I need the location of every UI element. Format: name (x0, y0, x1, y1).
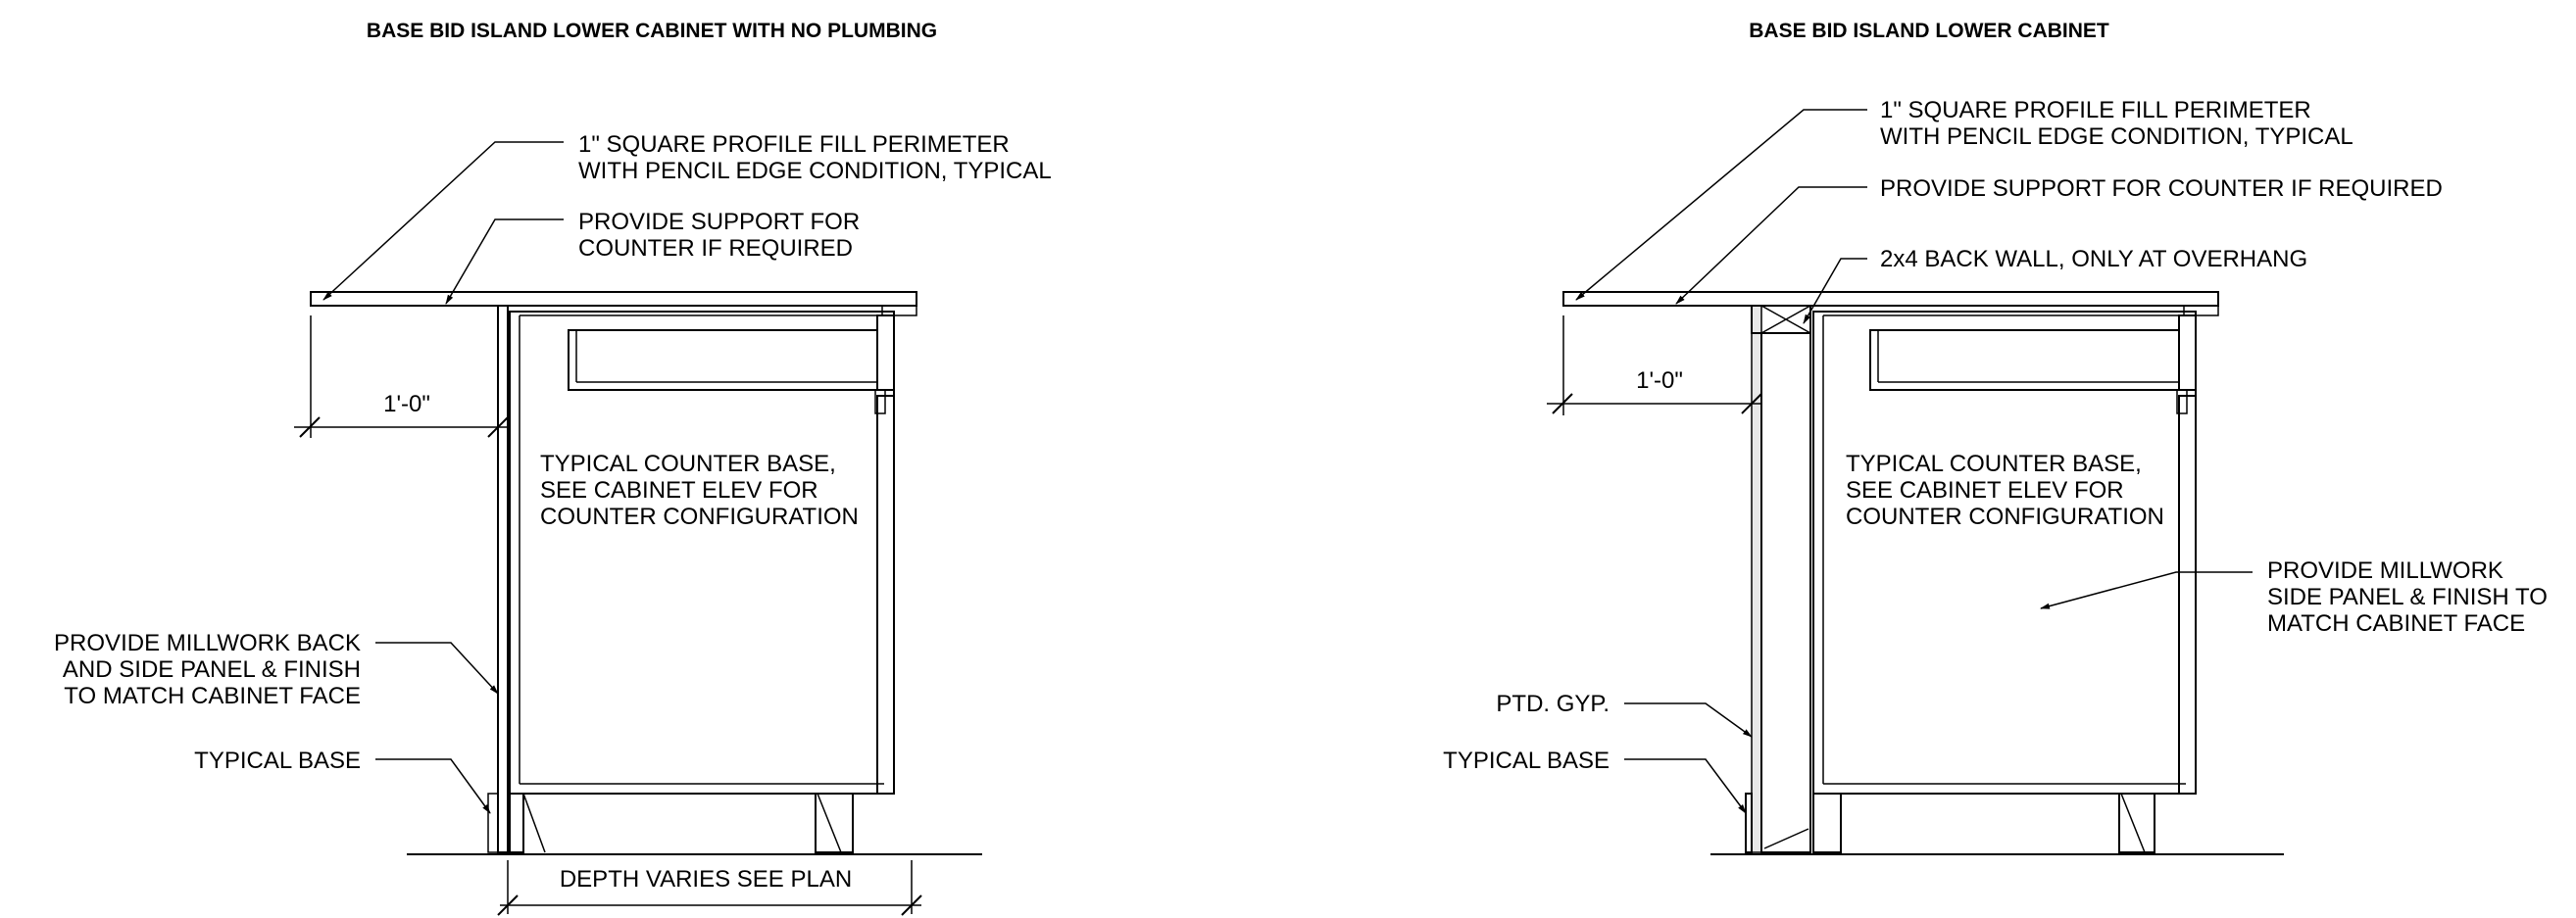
left-detail-title: BASE BID ISLAND LOWER CABINET WITH NO PL… (367, 20, 937, 42)
right-base-note: TYPICAL BASE (1443, 748, 1610, 774)
left-counter-base-note-3: COUNTER CONFIGURATION (540, 504, 859, 530)
left-overhang-dim: 1'-0" (383, 391, 430, 417)
left-support-note-1: PROVIDE SUPPORT FOR (578, 209, 860, 235)
left-detail: BASE BID ISLAND LOWER CABINET WITH NO PL… (54, 20, 1052, 916)
right-support-leader (1675, 186, 1867, 305)
left-back-panel (497, 305, 509, 853)
right-back-wall-note: 2x4 BACK WALL, ONLY AT OVERHANG (1880, 246, 2307, 272)
left-cabinet-box (509, 311, 895, 795)
right-drawer (1869, 329, 2179, 391)
right-overhang-dim: 1'-0" (1636, 367, 1683, 394)
right-millwork-note-2: SIDE PANEL & FINISH TO (2267, 584, 2548, 610)
right-countertop (1562, 291, 2219, 307)
left-door-front (876, 395, 895, 795)
right-counter-base-note-3: COUNTER CONFIGURATION (1846, 504, 2164, 530)
left-counter-base-note-2: SEE CABINET ELEV FOR (540, 477, 818, 504)
left-support-leader (445, 218, 564, 305)
right-gyp-leader (1624, 702, 1753, 738)
left-base-note: TYPICAL BASE (194, 748, 361, 774)
right-counter-base-note-2: SEE CABINET ELEV FOR (1846, 477, 2124, 504)
left-profile-note-1: 1" SQUARE PROFILE FILL PERIMETER (578, 131, 1010, 158)
left-millwork-note-2: AND SIDE PANEL & FINISH (63, 656, 361, 683)
right-door-front (2178, 395, 2197, 795)
right-profile-note-1: 1" SQUARE PROFILE FILL PERIMETER (1880, 97, 2311, 123)
left-millwork-note-3: TO MATCH CABINET FACE (64, 683, 361, 709)
left-base-leader (375, 758, 491, 814)
right-back-wall (1760, 332, 1811, 853)
left-counter-base-note-1: TYPICAL COUNTER BASE, (540, 451, 836, 477)
left-countertop (310, 291, 917, 307)
left-millwork-leader (375, 642, 499, 695)
right-base-leader (1624, 758, 1747, 814)
right-detail-title: BASE BID ISLAND LOWER CABINET (1749, 20, 2109, 42)
right-drawer-front (2178, 314, 2197, 391)
right-profile-leader (1575, 109, 1867, 301)
right-detail: BASE BID ISLAND LOWER CABINET (1443, 20, 2548, 855)
left-toe-kick (815, 793, 854, 853)
right-millwork-note-3: MATCH CABINET FACE (2267, 610, 2525, 637)
left-millwork-note-1: PROVIDE MILLWORK BACK (54, 630, 361, 656)
right-counter-base-note-1: TYPICAL COUNTER BASE, (1846, 451, 2142, 477)
right-gyp-board (1751, 305, 1762, 853)
right-millwork-leader (2040, 571, 2253, 609)
right-back-wall-leader (1803, 258, 1867, 324)
right-gyp-note: PTD. GYP. (1496, 691, 1610, 717)
right-support-note: PROVIDE SUPPORT FOR COUNTER IF REQUIRED (1880, 175, 2443, 202)
right-millwork-note-1: PROVIDE MILLWORK (2267, 557, 2503, 584)
left-profile-leader (322, 141, 564, 301)
left-support-note-2: COUNTER IF REQUIRED (578, 235, 853, 262)
right-base (1812, 793, 1842, 853)
right-profile-note-2: WITH PENCIL EDGE CONDITION, TYPICAL (1880, 123, 2353, 150)
left-profile-note-2: WITH PENCIL EDGE CONDITION, TYPICAL (578, 158, 1052, 184)
left-drawer (568, 329, 877, 391)
left-depth-dim: DEPTH VARIES SEE PLAN (560, 866, 852, 893)
left-base (509, 793, 524, 853)
left-drawer-front (876, 314, 895, 391)
right-toe-kick (2118, 793, 2155, 853)
